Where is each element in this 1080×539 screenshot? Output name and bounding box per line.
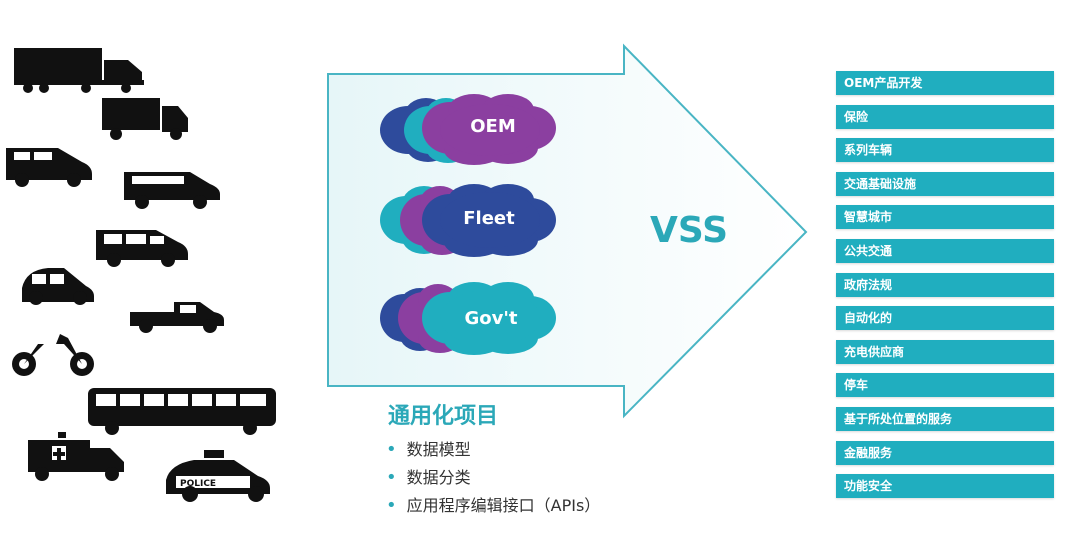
application-item: 政府法规 <box>836 272 1054 297</box>
application-item: 保险 <box>836 104 1054 129</box>
applications-list: OEM产品开发 保险 系列车辆 交通基础设施 智慧城市 公共交通 政府法规 自动… <box>836 71 1054 508</box>
ambulance-icon <box>28 432 124 481</box>
cloud-stack-icon <box>380 184 556 257</box>
application-item: 基于所处位置的服务 <box>836 406 1054 431</box>
box-truck-icon <box>102 98 188 140</box>
application-item: 公共交通 <box>836 238 1054 263</box>
cloud-stack-icon <box>380 282 556 355</box>
minivan-icon <box>96 230 188 267</box>
application-item: 功能安全 <box>836 474 1054 499</box>
application-item: 交通基础设施 <box>836 171 1054 196</box>
cloud-oem: OEM <box>378 92 568 167</box>
generic-list: •数据模型 •数据分类 •应用程序编辑接口（APIs） <box>386 436 600 520</box>
application-item: 系列车辆 <box>836 138 1054 163</box>
cloud-stack-icon <box>380 94 556 165</box>
application-item: 自动化的 <box>836 306 1054 331</box>
cloud-label: Fleet <box>463 208 515 229</box>
compact-car-icon <box>22 268 94 305</box>
bullet-icon: • <box>386 495 397 516</box>
bus-icon <box>88 388 276 435</box>
pickup-truck-icon <box>130 302 224 333</box>
hub-label: VSS <box>650 210 729 251</box>
application-item: 充电供应商 <box>836 339 1054 364</box>
vehicle-icons: POLICE <box>6 48 276 502</box>
cloud-label: Gov't <box>464 308 518 329</box>
police-car-icon <box>166 450 270 502</box>
van-icon <box>6 148 92 187</box>
cloud-label: OEM <box>470 116 516 137</box>
motorcycle-icon <box>12 334 94 376</box>
semi-truck-icon <box>14 48 144 93</box>
application-item: OEM产品开发 <box>836 71 1054 95</box>
application-item: 智慧城市 <box>836 205 1054 230</box>
cloud-govt: Gov't <box>378 278 568 355</box>
list-item: •数据分类 <box>386 467 471 488</box>
generic-title: 通用化项目 <box>388 404 499 429</box>
application-item: 金融服务 <box>836 440 1054 465</box>
cloud-fleet: Fleet <box>378 180 568 257</box>
list-item: •数据模型 <box>386 439 471 460</box>
list-item: •应用程序编辑接口（APIs） <box>386 495 601 516</box>
bullet-icon: • <box>386 439 397 460</box>
bullet-icon: • <box>386 467 397 488</box>
application-item: 停车 <box>836 373 1054 398</box>
station-wagon-icon <box>124 172 220 209</box>
police-label: POLICE <box>180 479 216 489</box>
